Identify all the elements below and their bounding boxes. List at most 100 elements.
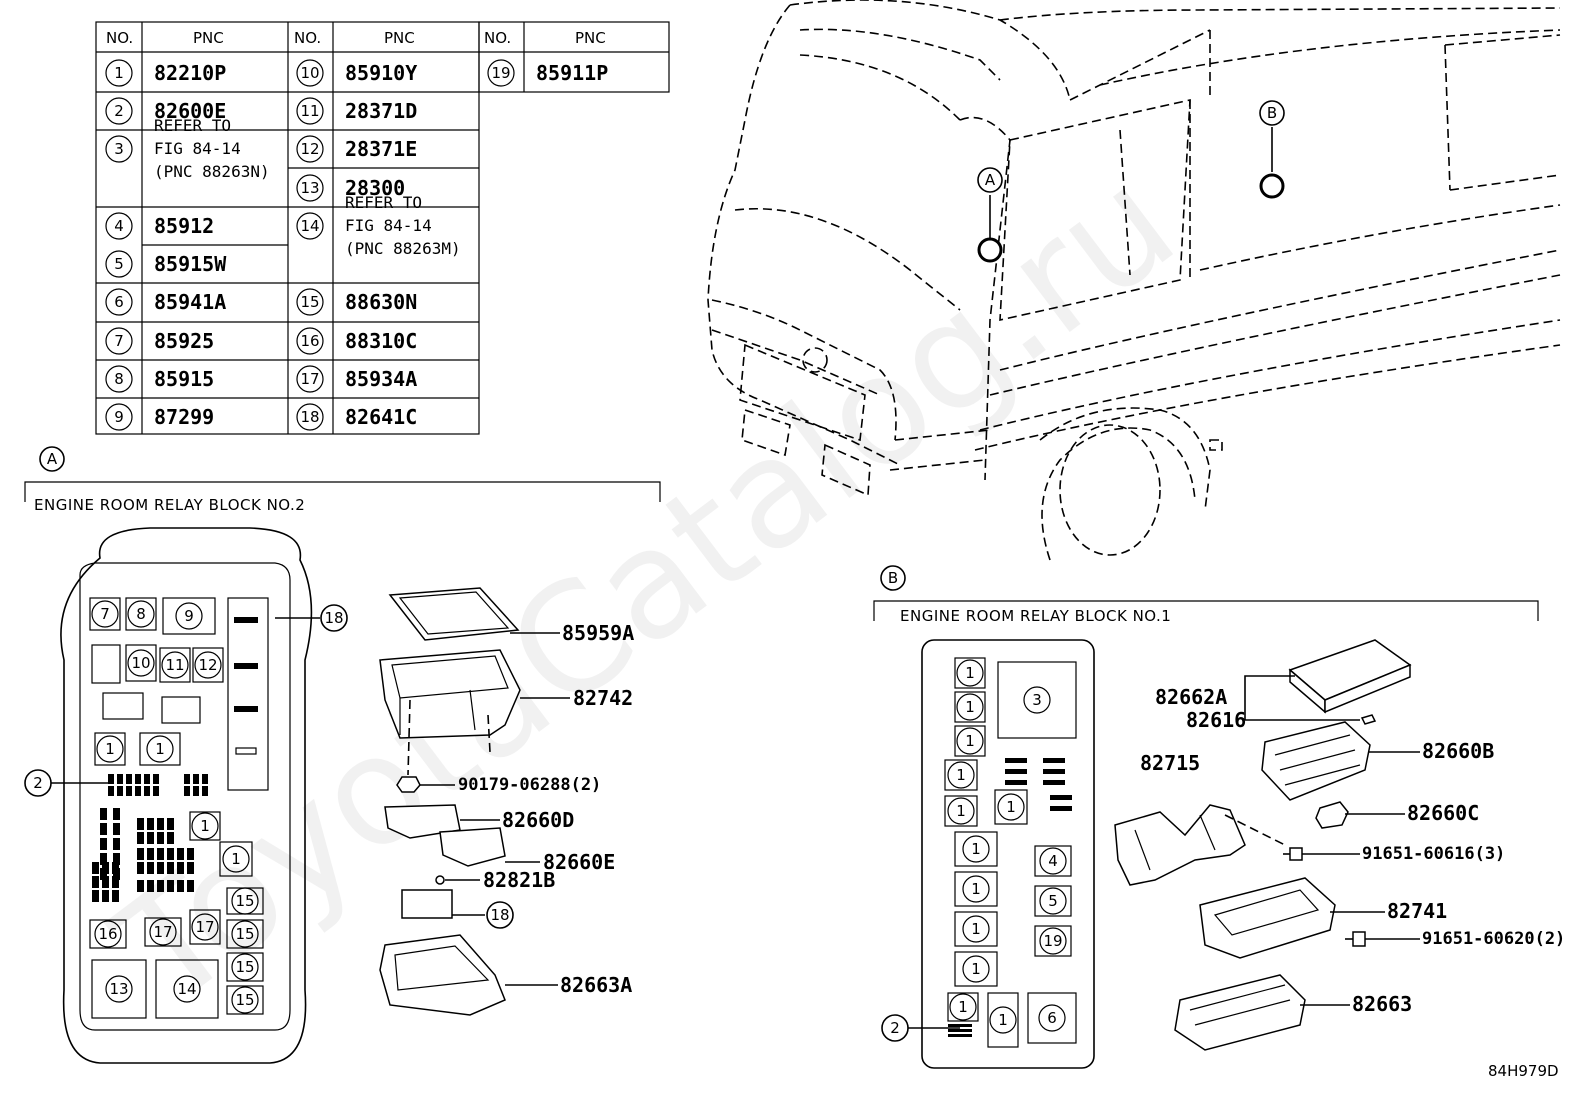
fuse-mark (1050, 795, 1072, 800)
block-slot: 1 (954, 831, 998, 867)
fuse-mark (137, 832, 144, 844)
fuse-mark (153, 786, 159, 796)
fuse-mark (102, 876, 109, 888)
fuse-mark (234, 663, 258, 669)
slot-number: 1 (971, 960, 981, 978)
block-slot: 1 (954, 691, 986, 723)
row-pnc-line: FIG 84-14 (345, 216, 432, 235)
block-slot: 9 (162, 597, 216, 635)
fuse-mark (167, 862, 174, 874)
fuse-mark (157, 880, 164, 892)
row-pnc: 28371E (345, 137, 417, 161)
fuse-mark (126, 786, 132, 796)
fuse-mark (1050, 806, 1072, 811)
fuse-mark (92, 862, 99, 874)
block-slot: 8 (125, 597, 157, 631)
fuse-mark (112, 890, 119, 902)
fuse-mark (234, 617, 258, 623)
fuse-mark (108, 774, 114, 784)
fuse-mark (147, 880, 154, 892)
part-82663A: 82663A (560, 973, 632, 997)
header-pnc-1: PNC (193, 29, 224, 47)
fuse-mark (167, 880, 174, 892)
block-slot: 10 (125, 644, 157, 682)
part-82715: 82715 (1140, 751, 1200, 775)
fuse-mark (112, 876, 119, 888)
fuse-mark (202, 774, 208, 784)
row-pnc: 85915W (154, 252, 227, 276)
row-number-circle (296, 59, 324, 87)
fuse-mark (187, 848, 194, 860)
fuse-mark (202, 786, 208, 796)
row-number: 9 (114, 408, 124, 426)
block-slot: 14 (155, 959, 219, 1019)
block-slot: 15 (226, 887, 264, 915)
block-slot: 15 (226, 952, 264, 982)
slot-number: 1 (971, 840, 981, 858)
fuse-mark (1043, 769, 1065, 774)
fuse-mark (112, 862, 119, 874)
block-slot: 17 (144, 917, 182, 947)
row-pnc: 87299 (154, 405, 214, 429)
slot-number: 4 (1048, 852, 1058, 870)
row-number: 1 (114, 64, 124, 82)
row-pnc: 88310C (345, 329, 417, 353)
header-pnc-3: PNC (575, 29, 606, 47)
row-number-circle (105, 97, 133, 125)
block-slot: 1 (954, 657, 986, 689)
fuse-mark (100, 838, 107, 850)
slot-number: 1 (965, 698, 975, 716)
view-b-marker: B (888, 569, 898, 587)
row-number: 8 (114, 370, 124, 388)
row-number-circle (487, 59, 515, 87)
fuse-mark (113, 853, 120, 865)
row-number-circle (296, 135, 324, 163)
row-number-circle (105, 59, 133, 87)
fuse-mark (157, 862, 164, 874)
block-slot: 1 (139, 732, 181, 766)
slot-number: 1 (998, 1011, 1008, 1029)
row-number: 19 (491, 64, 510, 82)
row-pnc: 85925 (154, 329, 214, 353)
slot-number: 1 (965, 732, 975, 750)
fuse-mark (137, 818, 144, 830)
row-number: 10 (300, 64, 319, 82)
row-pnc: 85941A (154, 290, 226, 314)
block-slot: 12 (192, 647, 224, 683)
vehicle-marker-a: A (985, 171, 996, 189)
part-82660C: 82660C (1407, 801, 1479, 825)
slot-number: 10 (131, 654, 150, 672)
table-row: 9 87299 (105, 403, 214, 431)
part-85959A: 85959A (562, 621, 634, 645)
fuse-mark (1043, 780, 1065, 785)
row-number: 5 (114, 255, 124, 273)
row-number-circle (105, 212, 133, 240)
block-slot: 1 (94, 732, 126, 766)
fuse-mark (137, 848, 144, 860)
slot-number: 15 (235, 991, 254, 1009)
header-pnc-2: PNC (384, 29, 415, 47)
block-slot: 7 (89, 597, 121, 631)
fuse-mark (117, 774, 123, 784)
fuse-mark (147, 862, 154, 874)
slot-number: 17 (153, 923, 172, 941)
block-slot: 16 (89, 919, 127, 949)
slot-number: 15 (235, 892, 254, 910)
row-number-circle (296, 97, 324, 125)
row-number-circle (105, 403, 133, 431)
row-number: 18 (300, 408, 319, 426)
slot-number: 16 (98, 925, 117, 943)
block-slot: 1 (994, 789, 1028, 825)
fuse-mark (147, 818, 154, 830)
slot-number: 9 (184, 607, 194, 625)
fuse-mark (948, 1034, 972, 1037)
